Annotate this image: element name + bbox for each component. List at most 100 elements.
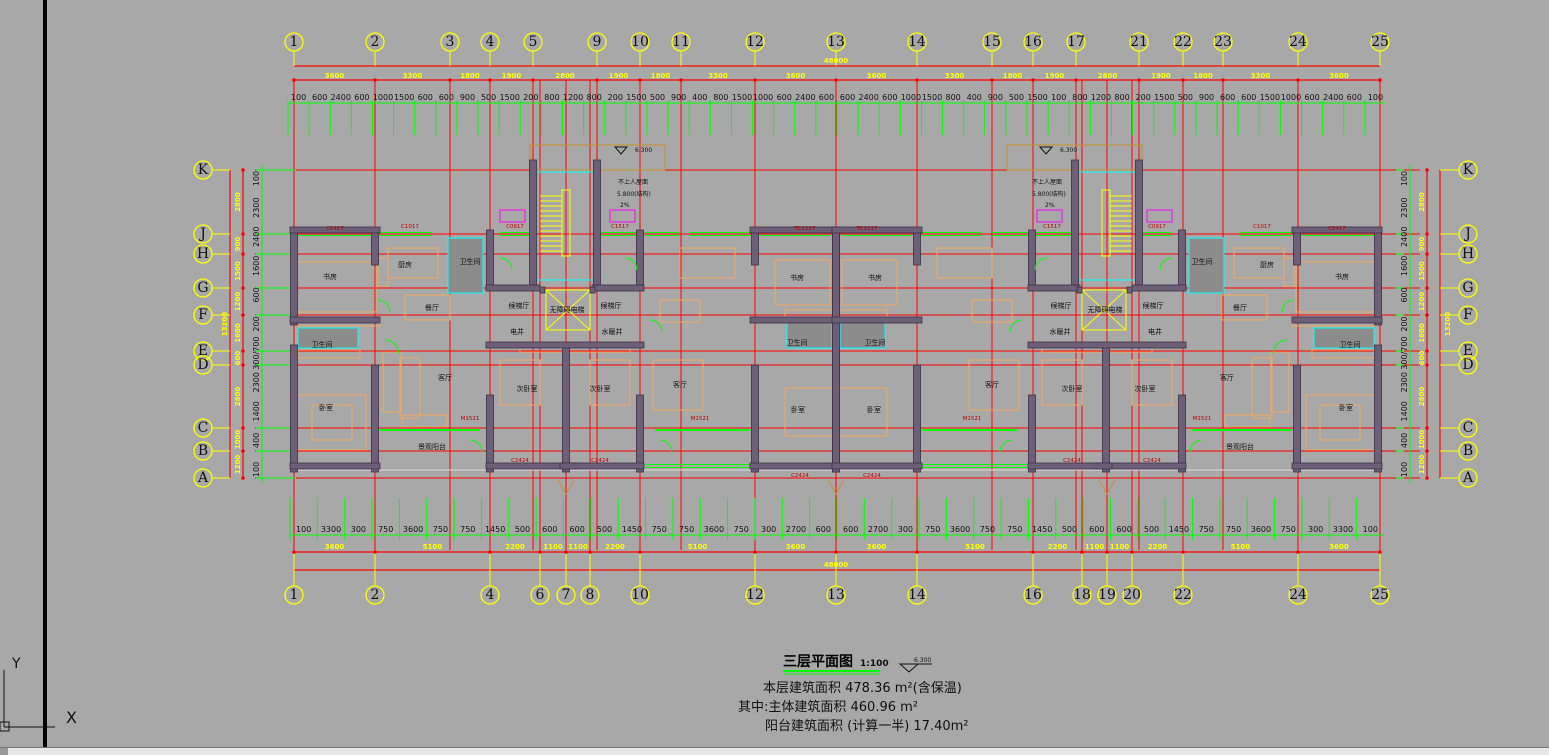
wall-vertical — [1374, 344, 1382, 473]
furniture-sofa — [401, 414, 448, 428]
detail-dimension-bottom: 750 — [1007, 525, 1022, 534]
axis-label-row: G — [197, 280, 208, 296]
axis-bubble-bottom — [1288, 585, 1308, 605]
wall-vertical — [1102, 344, 1110, 473]
dimension-tick — [1074, 78, 1078, 82]
command-bar[interactable] — [0, 747, 1549, 755]
axis-dimension-bottom: 2200 — [505, 543, 525, 551]
detail-dimension-top: 600 — [1304, 93, 1319, 102]
wall-horizontal — [749, 462, 841, 470]
detail-dimension-top: 2400 — [331, 93, 351, 102]
bathroom-floor-hatch — [447, 237, 484, 294]
window-code: C1017 — [401, 224, 419, 230]
dimension-tick — [1378, 78, 1382, 82]
axis-label-bottom: 19 — [1098, 587, 1116, 603]
axis-bubble-bottom — [365, 585, 385, 605]
room-label: 厨房 — [1260, 260, 1274, 269]
dimension-tick — [1425, 426, 1429, 430]
axis-bubble-top — [440, 32, 460, 52]
detail-dimension-bottom: 750 — [460, 525, 475, 534]
detail-dimension-bottom: 500 — [515, 525, 530, 534]
wall-horizontal — [831, 462, 923, 470]
wall-horizontal — [1291, 462, 1383, 470]
axis-dimension-top: 2800 — [1098, 72, 1118, 80]
detail-dimension-top: 1000 — [901, 93, 921, 102]
axis-label-row: H — [1462, 246, 1474, 262]
elevation-marker-icon — [1038, 146, 1054, 155]
axis-bubble-row — [1458, 355, 1478, 375]
dimension-tick — [373, 78, 377, 82]
wall-vertical — [1178, 229, 1186, 291]
door-swing — [1189, 439, 1203, 453]
dimension-tick — [679, 78, 683, 82]
dimension-tick — [1425, 349, 1429, 353]
side-axis-dimension: 1200 — [1418, 292, 1426, 312]
detail-dimension-top: 1500 — [922, 93, 942, 102]
area-main: 其中:主体建筑面积 460.96 m² — [738, 699, 918, 715]
detail-dimension-bottom: 1450 — [485, 525, 505, 534]
vent-symbol — [1146, 209, 1173, 223]
vent-symbol — [1036, 209, 1063, 223]
side-detail-dimension: 100 — [252, 171, 261, 186]
axis-label-row: K — [1463, 162, 1474, 178]
dimension-tick — [1130, 550, 1134, 554]
floor-plan-right-half — [831, 144, 1383, 473]
axis-dimension-top: 1900 — [502, 72, 522, 80]
detail-dimension-top: 600 — [354, 93, 369, 102]
door-swing — [384, 339, 400, 355]
detail-dimension-top: 500 — [1009, 93, 1024, 102]
window-code: C2424 — [863, 473, 881, 479]
axis-label-top: 2 — [371, 34, 380, 50]
room-label: 候梯厅 — [1143, 301, 1164, 310]
axis-dimension-bottom: 1100 — [568, 543, 588, 551]
axis-bubble-top — [1129, 32, 1149, 52]
side-axis-dimension: 1600 — [1418, 323, 1426, 343]
detail-dimension-top: 800 — [587, 93, 602, 102]
detail-dimension-top: 600 — [819, 93, 834, 102]
dimension-tick — [241, 476, 245, 480]
dimension-tick — [1425, 363, 1429, 367]
furniture-sofa — [1224, 414, 1271, 428]
room-label: 候梯厅 — [601, 301, 622, 310]
detail-dimension-top: 600 — [777, 93, 792, 102]
detail-dimension-bottom: 3600 — [1251, 525, 1271, 534]
stair-handrail — [561, 189, 571, 257]
axis-label-bottom: 22 — [1174, 587, 1192, 603]
window-code: C1517 — [1043, 224, 1061, 230]
slope-note: 2% — [1045, 202, 1055, 209]
axis-bubble-row — [193, 224, 213, 244]
axis-dimension-bottom: 2200 — [1148, 543, 1168, 551]
dimension-tick — [241, 286, 245, 290]
side-detail-dimension: 1600 — [1400, 256, 1409, 276]
wall-vertical — [913, 364, 921, 473]
detail-dimension-top: 600 — [1220, 93, 1235, 102]
axis-label-bottom: 1 — [290, 587, 299, 603]
axis-dimension-bottom: 1100 — [1085, 543, 1105, 551]
furniture-bed-frame — [1319, 404, 1361, 441]
axis-label-bottom: 18 — [1073, 587, 1091, 603]
detail-dimension-bottom: 750 — [1281, 525, 1296, 534]
axis-bubble-row — [1458, 468, 1478, 488]
room-label: 卧室 — [1339, 403, 1353, 412]
detail-dimension-bottom: 500 — [1062, 525, 1077, 534]
detail-dimension-bottom: 750 — [433, 525, 448, 534]
side-axis-dimension: 2800 — [1418, 192, 1426, 212]
axis-label-top: 3 — [446, 34, 455, 50]
detail-dimension-bottom: 500 — [597, 525, 612, 534]
dimension-tick — [1137, 78, 1141, 82]
axis-bubble-row — [193, 468, 213, 488]
axis-dimension-top: 1900 — [609, 72, 629, 80]
room-label: 客厅 — [985, 380, 999, 389]
dimension-tick — [1080, 550, 1084, 554]
axis-bubble-bottom — [284, 585, 304, 605]
dimension-tick — [1181, 550, 1185, 554]
window-code: M1521 — [1193, 416, 1212, 422]
axis-label-top: 4 — [486, 34, 495, 50]
layout-tab[interactable] — [0, 748, 8, 755]
furniture-bed — [774, 259, 831, 306]
axis-label-bottom: 13 — [827, 587, 845, 603]
door-swing — [1034, 257, 1048, 271]
furniture-bed — [499, 359, 541, 406]
axis-label-bottom: 6 — [536, 587, 545, 603]
